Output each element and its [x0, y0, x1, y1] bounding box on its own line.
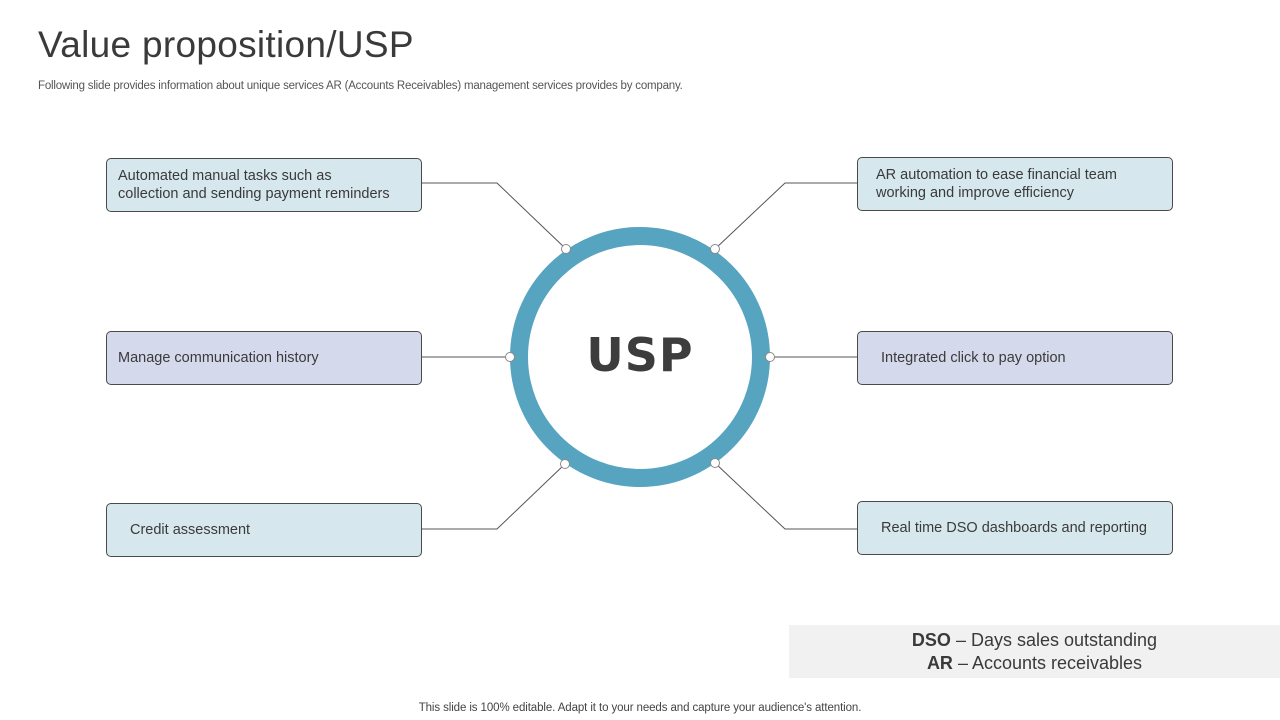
usp-box-text: Real time DSO dashboards and reporting — [881, 520, 1147, 536]
usp-box-automated-tasks: Automated manual tasks such as collectio… — [106, 158, 422, 212]
usp-box-text: Manage communication history — [118, 350, 319, 366]
connector-right-bottom — [714, 462, 858, 530]
connector-right-top — [714, 182, 858, 250]
usp-box-text: Integrated click to pay option — [881, 350, 1066, 366]
usp-box-text: Credit assessment — [130, 522, 251, 538]
usp-box-dso-dashboards: Real time DSO dashboards and reporting — [857, 501, 1173, 555]
connector-dot — [560, 459, 570, 469]
connector-dot — [505, 352, 515, 362]
connector-dot — [561, 244, 571, 254]
connector-left-bottom — [422, 463, 566, 530]
usp-center-label: USP — [586, 328, 694, 382]
legend-separator: – — [950, 630, 971, 650]
slide-title: Value proposition/USP — [38, 24, 414, 65]
slide-subtitle: Following slide provides information abo… — [38, 80, 683, 92]
legend-abbr: DSO — [911, 630, 951, 650]
usp-box-ar-automation: AR automation to ease financial team wor… — [857, 157, 1173, 211]
usp-box-click-to-pay: Integrated click to pay option — [857, 331, 1173, 385]
usp-box-communication-history: Manage communication history — [106, 331, 422, 385]
slide-footer-note: This slide is 100% editable. Adapt it to… — [418, 702, 862, 714]
legend-separator: – — [952, 653, 972, 673]
usp-box-credit-assessment: Credit assessment — [106, 503, 422, 557]
legend-abbr: AR — [926, 653, 953, 673]
usp-box-text: AR automation to ease financial team wor… — [876, 167, 1117, 201]
legend-definition: Days sales outstanding — [970, 630, 1158, 650]
legend-definition: Accounts receivables — [971, 653, 1143, 673]
legend-row-dso: DSO – Days sales outstanding — [789, 629, 1280, 652]
abbreviation-legend: DSO – Days sales outstanding AR – Accoun… — [789, 625, 1280, 678]
connector-left-top — [422, 182, 567, 250]
connector-dot — [765, 352, 775, 362]
connector-dot — [710, 244, 720, 254]
connector-dot — [710, 458, 720, 468]
usp-ring — [510, 227, 770, 487]
legend-row-ar: AR – Accounts receivables — [789, 652, 1280, 675]
usp-box-text: Automated manual tasks such as collectio… — [118, 168, 390, 202]
